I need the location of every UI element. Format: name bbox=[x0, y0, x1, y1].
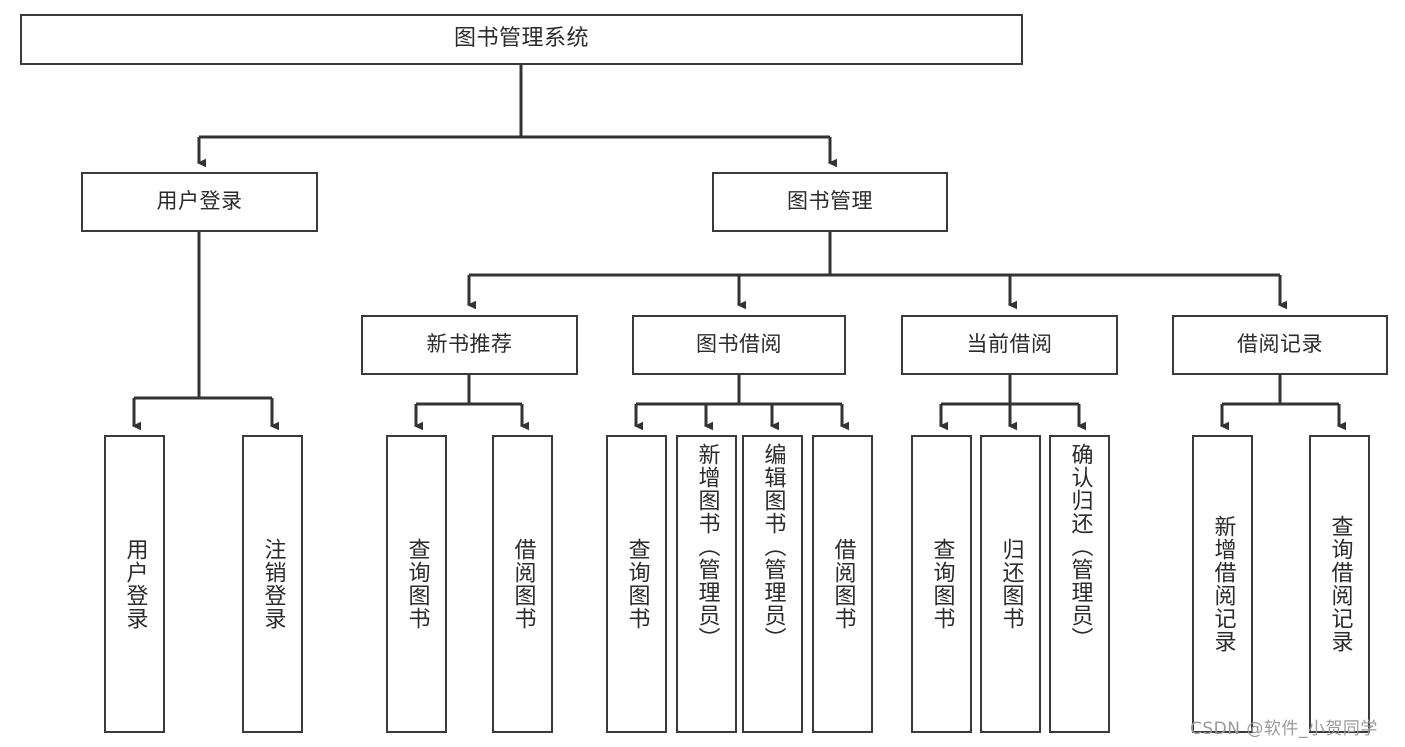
node-label: 图书管理系统 bbox=[453, 26, 589, 52]
leaf-borrow-query-book[interactable]: 查询图书 bbox=[606, 435, 667, 733]
leaf-current-return-book[interactable]: 归还图书 bbox=[980, 435, 1041, 733]
leaf-borrow-borrow-book[interactable]: 借阅图书 bbox=[812, 435, 873, 733]
leaf-record-add-borrow-record[interactable]: 新增借阅记录 bbox=[1192, 435, 1253, 733]
node-book-borrow[interactable]: 图书借阅 bbox=[632, 315, 846, 375]
leaf-logout[interactable]: 注销登录 bbox=[242, 435, 303, 733]
edge-new-book-rec-to-leaves bbox=[413, 375, 530, 431]
csdn-watermark: CSDN @软件_小贺同学 bbox=[1190, 719, 1378, 739]
edge-book-borrow-to-leaves bbox=[633, 375, 850, 431]
node-label: 确认归还（管理员） bbox=[1067, 443, 1093, 650]
leaf-borrow-add-book-admin[interactable]: 新增图书（管理员） bbox=[676, 435, 737, 733]
node-label: 图书借阅 bbox=[696, 332, 782, 357]
node-label: 编辑图书（管理员） bbox=[760, 443, 786, 650]
edge-book-manage-to-level3 bbox=[466, 232, 1288, 310]
node-label: 当前借阅 bbox=[966, 332, 1053, 357]
edge-root-to-level2 bbox=[196, 65, 838, 168]
leaf-user-login[interactable]: 用户登录 bbox=[104, 435, 165, 733]
node-label: 查询图书 bbox=[929, 538, 955, 630]
leaf-current-confirm-return-admin[interactable]: 确认归还（管理员） bbox=[1049, 435, 1110, 733]
node-label: 用户登录 bbox=[156, 189, 243, 214]
node-label: 注销登录 bbox=[260, 538, 286, 630]
node-label: 查询图书 bbox=[404, 538, 430, 630]
node-root-book-management-system[interactable]: 图书管理系统 bbox=[20, 14, 1023, 65]
node-label: 查询图书 bbox=[624, 538, 650, 630]
node-user-login[interactable]: 用户登录 bbox=[81, 172, 318, 232]
edge-borrow-record-to-leaves bbox=[1219, 375, 1347, 431]
node-label: 用户登录 bbox=[122, 538, 148, 630]
node-label: 借阅图书 bbox=[510, 538, 536, 630]
node-current-borrow[interactable]: 当前借阅 bbox=[901, 315, 1118, 375]
node-label: 图书管理 bbox=[787, 189, 873, 214]
node-label: 查询借阅记录 bbox=[1327, 515, 1353, 653]
leaf-new-book-query[interactable]: 查询图书 bbox=[386, 435, 447, 733]
node-borrow-record[interactable]: 借阅记录 bbox=[1172, 315, 1388, 375]
node-new-book-recommendation[interactable]: 新书推荐 bbox=[361, 315, 578, 375]
node-label: 借阅记录 bbox=[1237, 332, 1323, 357]
node-label: 新增借阅记录 bbox=[1210, 515, 1236, 653]
node-label: 归还图书 bbox=[998, 538, 1024, 630]
leaf-new-book-borrow[interactable]: 借阅图书 bbox=[492, 435, 553, 733]
edge-user-login-to-leaves bbox=[131, 232, 280, 431]
node-label: 新书推荐 bbox=[426, 332, 513, 357]
leaf-borrow-edit-book-admin[interactable]: 编辑图书（管理员） bbox=[742, 435, 803, 733]
leaf-current-query-book[interactable]: 查询图书 bbox=[911, 435, 972, 733]
node-label: 借阅图书 bbox=[830, 538, 856, 630]
leaf-record-query-borrow-record[interactable]: 查询借阅记录 bbox=[1309, 435, 1370, 733]
node-book-management[interactable]: 图书管理 bbox=[712, 172, 948, 232]
node-label: 新增图书（管理员） bbox=[694, 443, 720, 650]
edge-current-borrow-to-leaves bbox=[938, 375, 1087, 431]
